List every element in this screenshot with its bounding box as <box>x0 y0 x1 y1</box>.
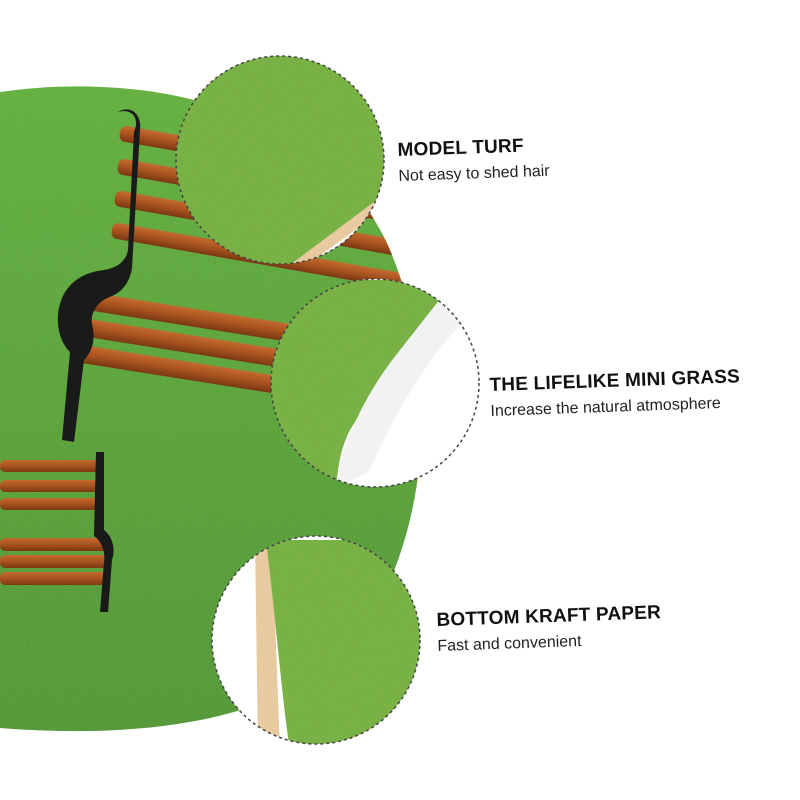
kraft-paper-detail-circle <box>211 535 421 745</box>
small-bench <box>0 452 114 612</box>
turf-detail-circle <box>175 55 385 265</box>
bench-frame <box>94 452 114 612</box>
bench-frame <box>57 109 141 442</box>
grass-detail-circle <box>270 278 480 488</box>
bench-slat <box>0 498 100 510</box>
feature-title: MODEL TURF <box>397 135 525 162</box>
bench-slat <box>0 538 110 551</box>
bench-slat <box>0 460 100 472</box>
bench-slat <box>0 480 100 492</box>
feature-kraft-paper: BOTTOM KRAFT PAPER Fast and convenient <box>436 602 662 656</box>
bench-slat <box>0 572 110 585</box>
bench-slat <box>0 555 110 568</box>
feature-lifelike-grass: THE LIFELIKE MINI GRASS Increase the nat… <box>489 366 741 421</box>
feature-model-turf: MODEL TURF Not easy to shed hair <box>397 135 550 186</box>
